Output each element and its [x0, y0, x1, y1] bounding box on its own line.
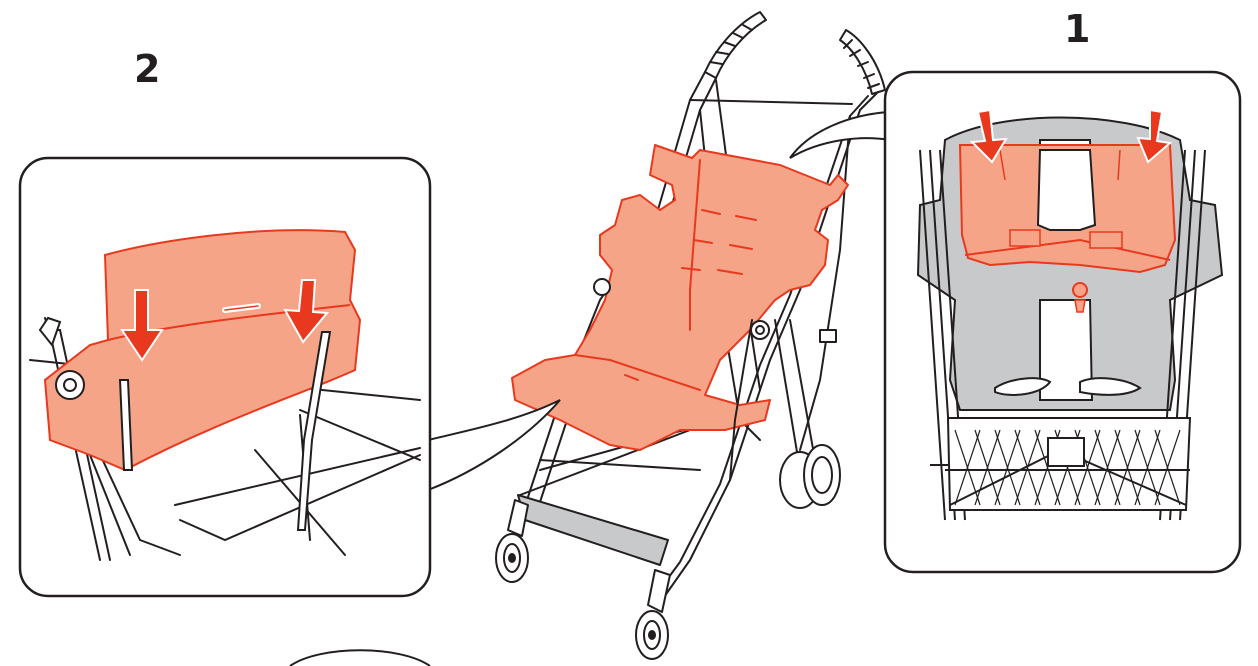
basket-net: [930, 418, 1190, 510]
partial-callout-edge: [290, 650, 430, 666]
callout-1-pointer: [790, 112, 890, 158]
step-number-1: 1: [1064, 7, 1090, 51]
stroller-illustration: [496, 12, 885, 659]
step-number-2: 2: [134, 47, 160, 91]
left-handle-grip: [705, 12, 766, 78]
callout-step-1: [790, 72, 1240, 572]
right-handle-grip: [840, 30, 885, 94]
callout-2-pointer: [428, 400, 560, 490]
front-right-wheel: [636, 570, 670, 659]
front-left-wheel: [496, 500, 528, 582]
callout-step-2: [20, 158, 560, 596]
